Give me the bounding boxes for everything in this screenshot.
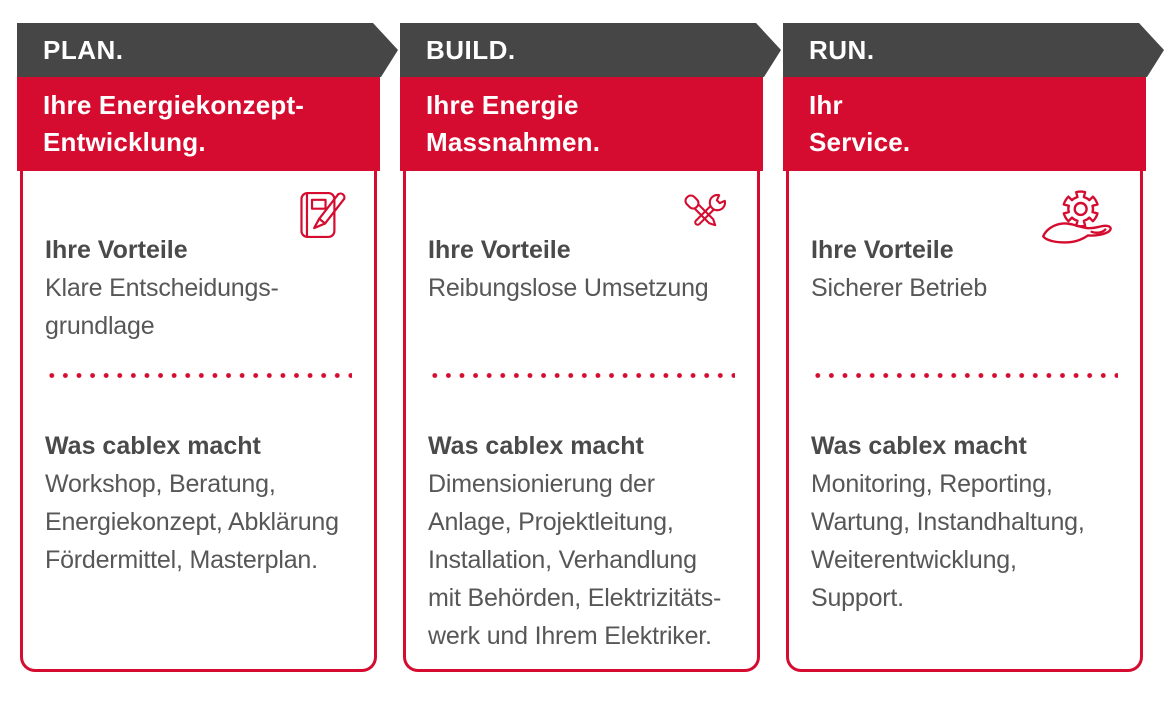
what-heading: Was cablex macht (45, 432, 261, 460)
card-build: BUILD. Ihre Energie Massnahmen. (400, 23, 763, 672)
step-banner-run: RUN. (783, 23, 1164, 77)
card-title: Ihre Energiekonzept- Entwicklung. (43, 90, 305, 157)
card-subtitle-bar: Ihr Service. (783, 77, 1146, 171)
dotted-divider (811, 373, 1118, 378)
gear-hand-icon (1038, 187, 1116, 251)
card-title: Ihr Service. (809, 90, 911, 157)
what-section: Was cablex macht Monitoring, Reporting, … (811, 427, 1122, 617)
dotted-divider (428, 373, 735, 378)
step-label: RUN. (809, 35, 875, 65)
card-body: Ihre Vorteile Sicherer Betrieb Was cable… (786, 171, 1143, 672)
step-label: BUILD. (426, 35, 516, 65)
what-text: Monitoring, Reporting, Wartung, Instandh… (811, 470, 1085, 612)
what-heading: Was cablex macht (428, 432, 644, 460)
card-subtitle-bar: Ihre Energiekonzept- Entwicklung. (17, 77, 380, 171)
card-plan: PLAN. Ihre Energiekonzept- Entwicklung. … (17, 23, 380, 672)
step-banner-plan: PLAN. (17, 23, 398, 77)
benefits-heading: Ihre Vorteile (45, 236, 188, 264)
step-label: PLAN. (43, 35, 124, 65)
dotted-divider (45, 373, 352, 378)
what-heading: Was cablex macht (811, 432, 1027, 460)
benefits-section: Ihre Vorteile Klare Entscheidungs- grund… (45, 231, 356, 345)
what-text: Dimensionierung der Anlage, Projektleitu… (428, 470, 722, 650)
benefits-heading: Ihre Vorteile (811, 236, 954, 264)
tools-icon (677, 187, 733, 243)
benefits-section: Ihre Vorteile Sicherer Betrieb (811, 231, 1122, 307)
card-subtitle-bar: Ihre Energie Massnahmen. (400, 77, 763, 171)
notebook-pencil-icon (296, 187, 350, 243)
step-banner-build: BUILD. (400, 23, 781, 77)
process-cards: PLAN. Ihre Energiekonzept- Entwicklung. … (17, 0, 1164, 672)
card-body: Ihre Vorteile Reibungslose Umsetzung Was… (403, 171, 760, 672)
benefits-text: Sicherer Betrieb (811, 274, 988, 302)
what-section: Was cablex macht Workshop, Beratung, Ene… (45, 427, 356, 579)
benefits-text: Reibungslose Umsetzung (428, 274, 709, 302)
benefits-heading: Ihre Vorteile (428, 236, 571, 264)
benefits-section: Ihre Vorteile Reibungslose Umsetzung (428, 231, 739, 307)
what-text: Workshop, Beratung, Energiekonzept, Abkl… (45, 470, 339, 574)
card-body: Ihre Vorteile Klare Entscheidungs- grund… (20, 171, 377, 672)
what-section: Was cablex macht Dimensionierung der Anl… (428, 427, 739, 655)
card-run: RUN. Ihr Service. Ihre Vorteile Sicherer… (783, 23, 1146, 672)
card-title: Ihre Energie Massnahmen. (426, 90, 601, 157)
benefits-text: Klare Entscheidungs- grundlage (45, 274, 279, 340)
